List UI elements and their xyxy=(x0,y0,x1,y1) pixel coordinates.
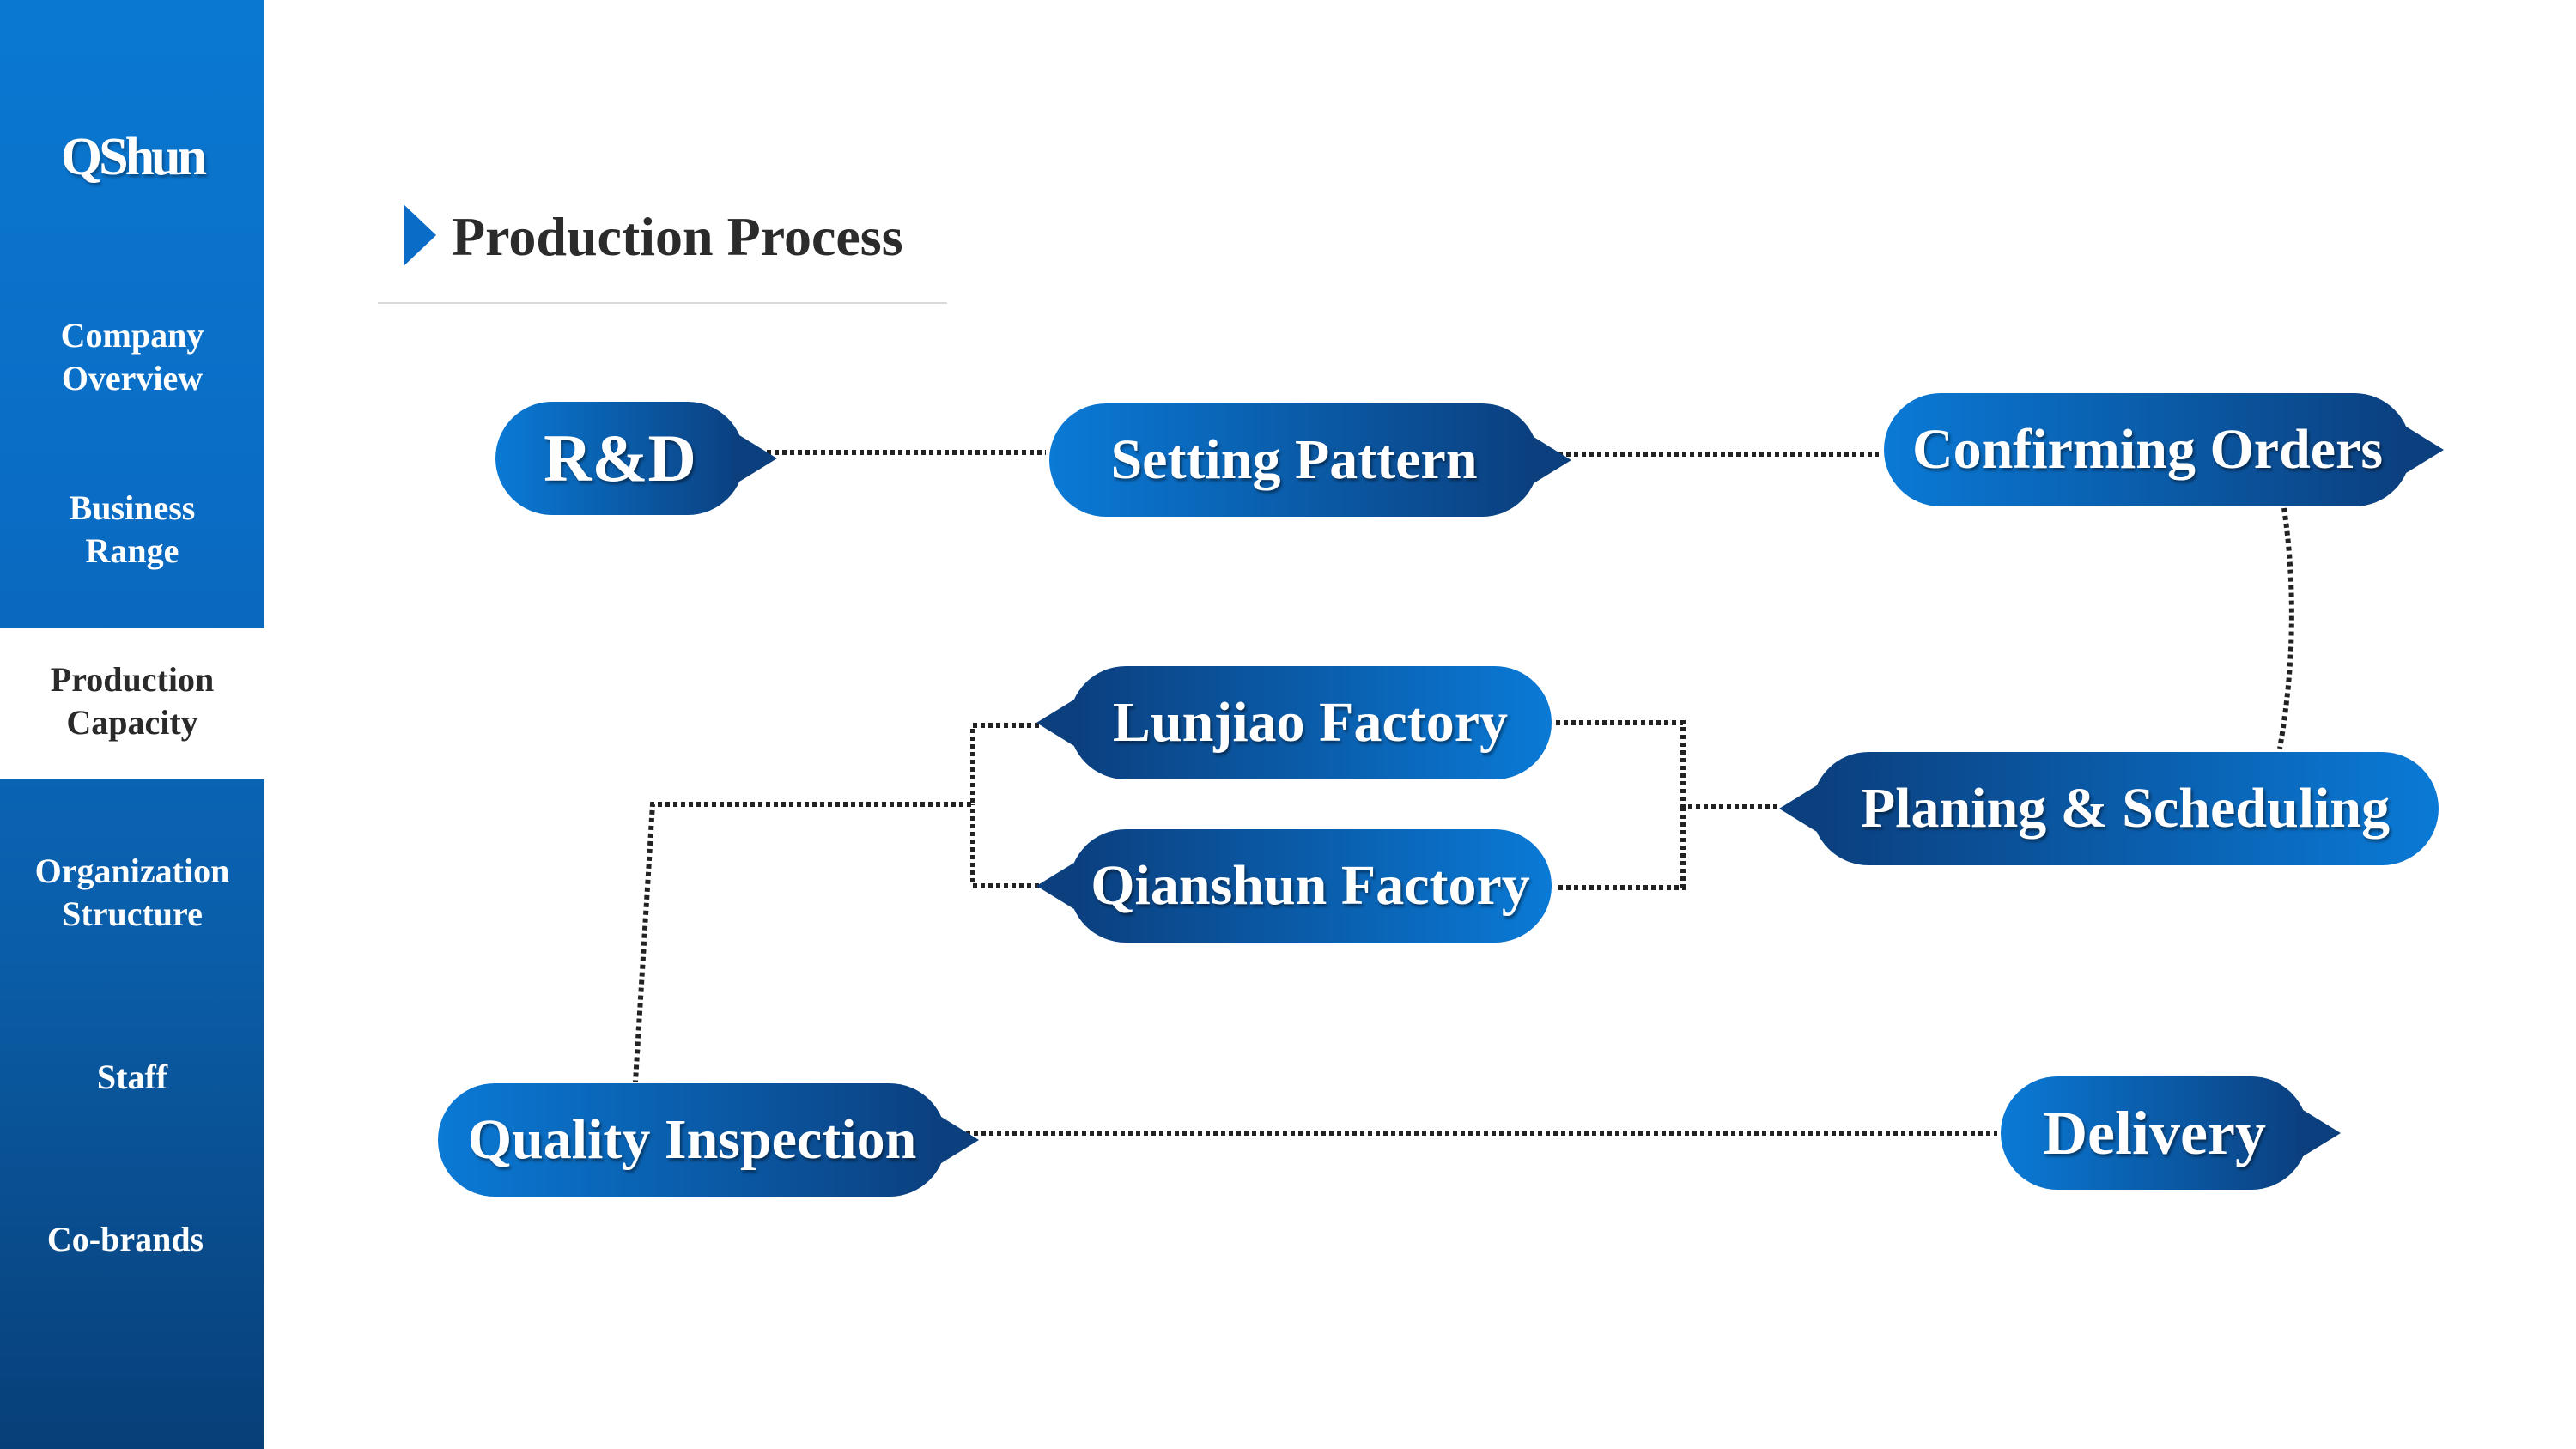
page-title: Production Process xyxy=(452,206,903,267)
node-lunjiao[interactable]: Lunjiao Factory xyxy=(1112,691,1509,754)
node-qianshun-shape xyxy=(1069,829,1552,943)
sidebar: QShun Company Overview Business Range Pr… xyxy=(0,0,264,1449)
nav-label-line2: Range xyxy=(85,531,179,570)
nav-item-company-overview[interactable]: Company Overview xyxy=(0,314,264,400)
node-setting-shape xyxy=(1049,403,1539,517)
nav-label-line1: Organization xyxy=(34,852,230,890)
brand-logo: QShun xyxy=(60,128,207,186)
node-qianshun[interactable]: Qianshun Factory xyxy=(1091,854,1530,917)
nav-label-line2: Structure xyxy=(62,894,203,933)
node-planning-pointer-icon xyxy=(1779,781,1824,836)
node-rnd[interactable]: R&D xyxy=(544,421,696,495)
node-setting-pointer-icon xyxy=(1527,433,1571,488)
nav-item-business-range[interactable]: Business Range xyxy=(0,487,264,573)
connector-confirming-to-planning xyxy=(2277,507,2294,749)
node-planning[interactable]: Planing & Scheduling xyxy=(1860,777,2391,840)
connector-planning-to-lunjiao xyxy=(1556,720,1777,809)
connector-lunjiao-to-quality xyxy=(633,723,1039,1082)
connector-group xyxy=(633,450,2294,1136)
node-delivery-pointer-icon xyxy=(2296,1106,2341,1161)
nav-label-line2: Capacity xyxy=(66,703,198,742)
node-delivery-shape xyxy=(2001,1076,2308,1190)
node-confirming-pointer-icon xyxy=(2399,422,2444,477)
node-planning-shape xyxy=(1812,752,2439,865)
node-delivery[interactable]: Delivery xyxy=(2043,1098,2266,1167)
nav-label-line2: Overview xyxy=(61,359,204,397)
nav-item-co-brands[interactable]: Co-brands xyxy=(0,1218,258,1261)
nav-label-line1: Production xyxy=(50,660,215,699)
node-rnd-pointer-icon xyxy=(732,431,777,486)
nav-item-production-capacity[interactable]: Production Capacity xyxy=(0,628,264,779)
nav-item-organization-structure[interactable]: Organization Structure xyxy=(0,850,264,936)
nav-item-staff[interactable]: Staff xyxy=(0,1056,264,1099)
connector-qianshun-to-quality xyxy=(970,804,1039,888)
node-lunjiao-shape xyxy=(1069,666,1552,779)
node-rnd-shape xyxy=(495,402,744,515)
node-setting[interactable]: Setting Pattern xyxy=(1110,428,1478,491)
nav-label-line1: Co-brands xyxy=(46,1220,204,1258)
node-confirming-shape xyxy=(1884,393,2411,506)
title-divider xyxy=(378,302,947,304)
node-quality[interactable]: Quality Inspection xyxy=(467,1108,917,1171)
nav-label-line1: Company xyxy=(60,316,204,355)
node-group xyxy=(438,393,2444,1197)
connector-planning-to-qianshun xyxy=(1556,807,1686,890)
node-qianshun-pointer-icon xyxy=(1036,858,1081,913)
node-quality-shape xyxy=(438,1083,946,1197)
node-confirming[interactable]: Confirming Orders xyxy=(1911,418,2384,481)
nav-label-line1: Business xyxy=(69,488,196,527)
node-quality-pointer-icon xyxy=(934,1113,979,1167)
nav-label-line1: Staff xyxy=(96,1058,168,1096)
title-marker-icon xyxy=(404,204,436,266)
node-lunjiao-pointer-icon xyxy=(1036,695,1081,750)
